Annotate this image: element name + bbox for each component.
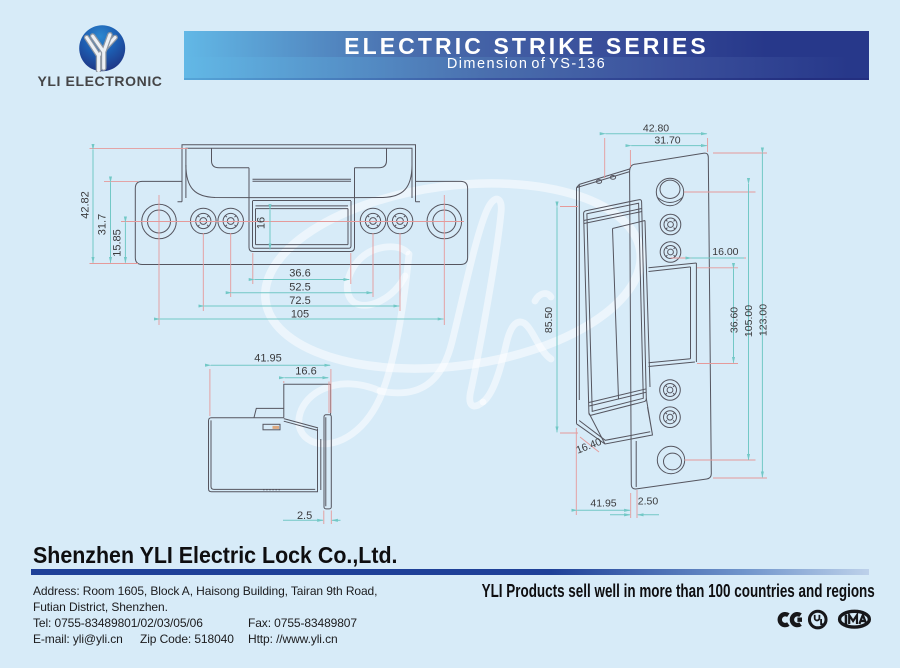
svg-text:31.70: 31.70 <box>654 135 680 147</box>
svg-text:16.6: 16.6 <box>295 365 316 377</box>
svg-text:41.95: 41.95 <box>590 498 616 510</box>
svg-text:42.80: 42.80 <box>643 123 669 135</box>
svg-text:16.40: 16.40 <box>575 436 604 457</box>
svg-text:41.95: 41.95 <box>254 353 282 365</box>
svg-text:72.5: 72.5 <box>289 295 310 307</box>
svg-text:36.6: 36.6 <box>289 267 310 279</box>
svg-text:16.00: 16.00 <box>712 246 738 258</box>
svg-text:123.00: 123.00 <box>758 304 770 336</box>
svg-text:85.50: 85.50 <box>543 307 555 333</box>
svg-text:52.5: 52.5 <box>289 281 310 293</box>
svg-text:16: 16 <box>256 217 268 229</box>
svg-text:105.00: 105.00 <box>743 305 755 337</box>
svg-text:2.50: 2.50 <box>638 495 659 507</box>
svg-text:2.5: 2.5 <box>297 510 312 522</box>
svg-text:105: 105 <box>291 308 309 320</box>
svg-text:36.60: 36.60 <box>729 307 741 333</box>
svg-text:15.85: 15.85 <box>112 229 124 257</box>
svg-text:42.82: 42.82 <box>80 191 92 219</box>
svg-text:31.7: 31.7 <box>97 214 109 235</box>
